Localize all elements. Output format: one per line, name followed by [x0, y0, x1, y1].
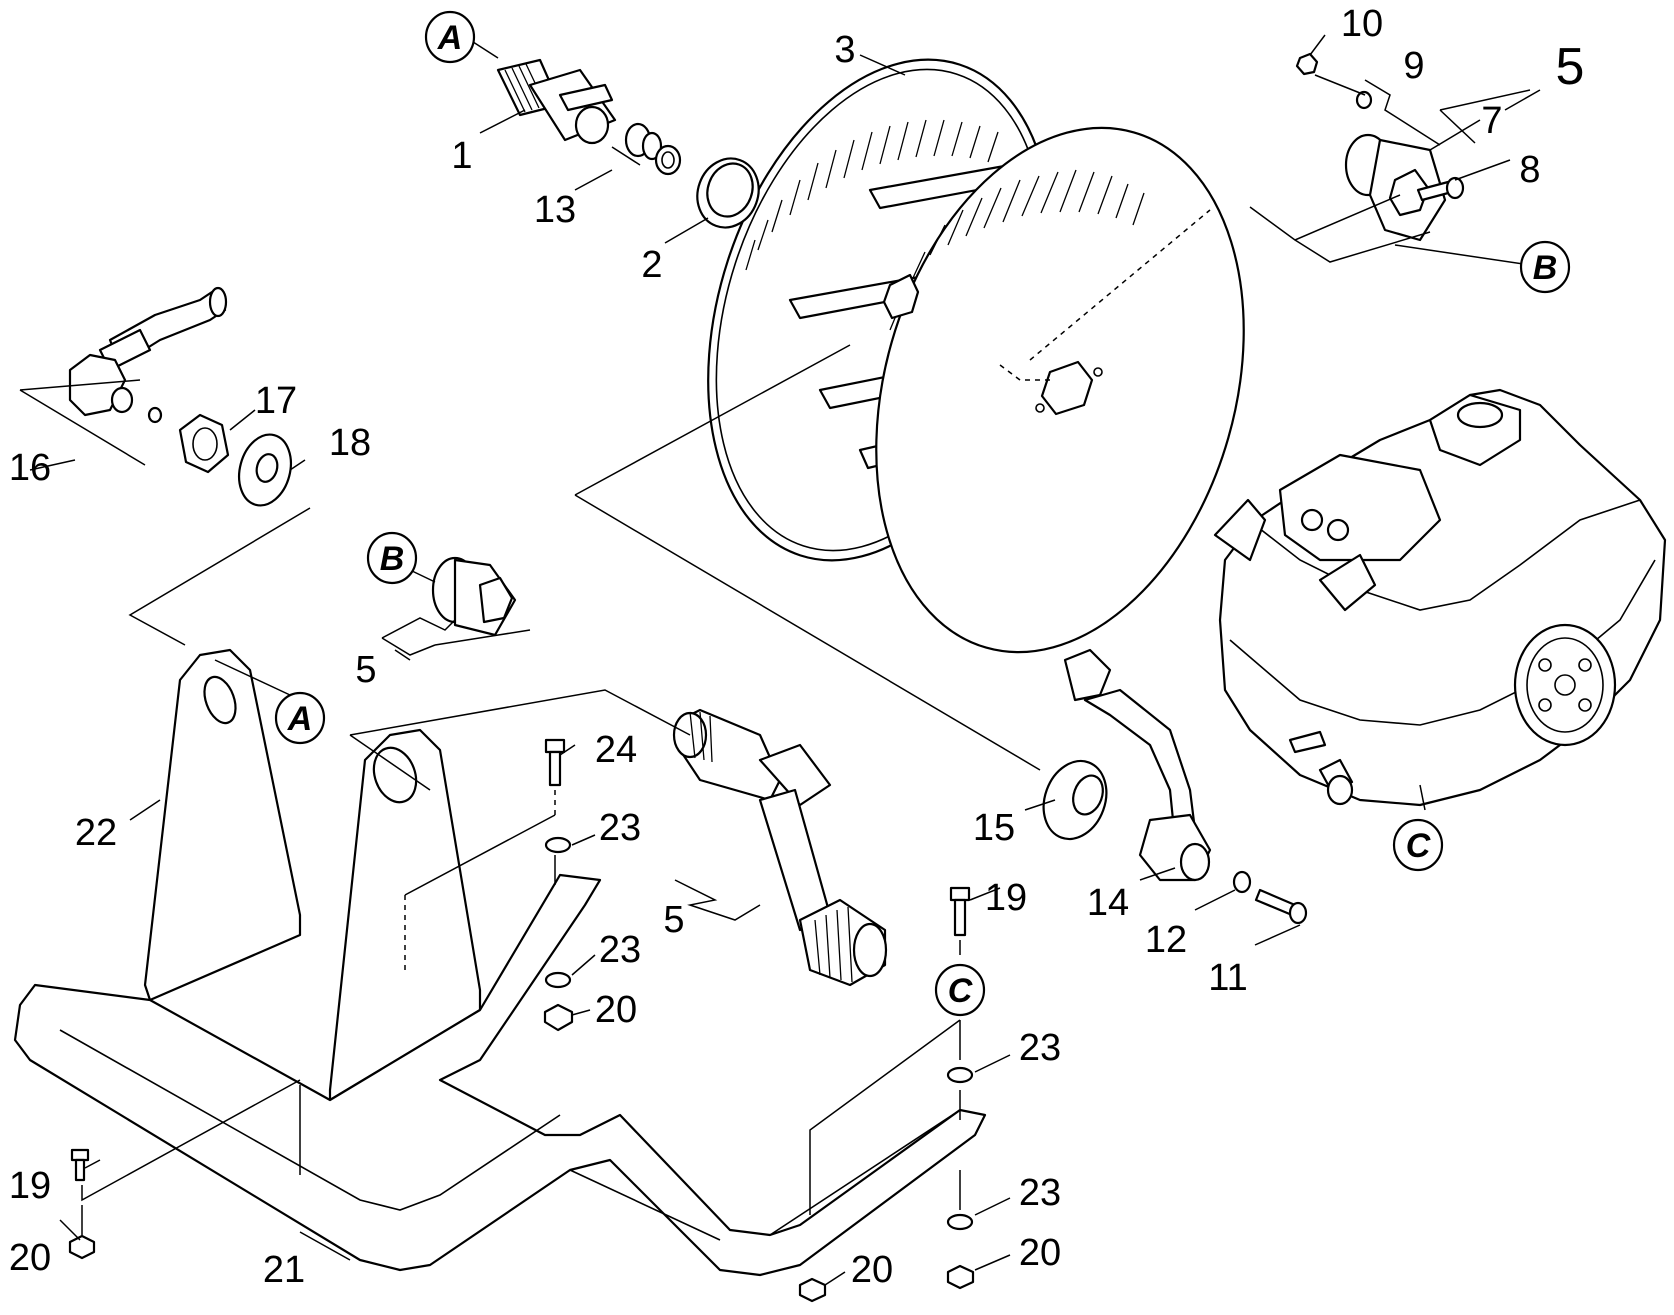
tag-b-middle-label: B [380, 540, 405, 578]
part-number-labels: 1 2 3 5 7 8 9 10 13 16 17 18 5 22 24 23 … [9, 3, 1585, 1291]
label-part-16: 16 [9, 447, 51, 489]
tag-c-frame: C [934, 963, 986, 1017]
tag-b-right-label: B [1533, 249, 1558, 287]
tag-a-top: A [424, 10, 476, 64]
label-part-18: 18 [329, 422, 371, 464]
label-part-5-top: 5 [1556, 38, 1585, 96]
label-part-3: 3 [834, 29, 855, 71]
label-part-13: 13 [534, 189, 576, 231]
label-part-19-left: 19 [9, 1165, 51, 1207]
reel-drum [707, 58, 1245, 654]
part-2-ring [696, 157, 760, 229]
part-5-bearing-hub [1295, 52, 1465, 242]
pressure-washer-unit [1213, 388, 1667, 807]
label-part-19-right: 19 [985, 877, 1027, 919]
label-part-23-c: 23 [1019, 1027, 1061, 1069]
label-part-23-b: 23 [599, 929, 641, 971]
tag-c-frame-label: C [948, 972, 973, 1010]
tag-b-middle: B [366, 531, 418, 585]
part-14-elbow-pipe [1042, 648, 1308, 925]
label-part-11: 11 [1208, 957, 1247, 999]
label-part-20-left: 20 [9, 1237, 51, 1279]
tag-c-machine-label: C [1406, 827, 1431, 865]
leader-lines [19, 34, 1541, 1286]
part-5-bearing-b [431, 556, 517, 637]
label-part-9: 9 [1403, 45, 1424, 87]
part-16-hose-fitting [68, 286, 292, 507]
tag-c-machine: C [1392, 818, 1444, 872]
label-part-15: 15 [973, 807, 1015, 849]
tag-a-top-label: A [437, 19, 463, 57]
label-part-21: 21 [263, 1249, 305, 1291]
label-part-1: 1 [451, 135, 472, 177]
part-5-crank-handle [672, 708, 888, 987]
label-part-14: 14 [1087, 882, 1129, 924]
tag-a-stand-label: A [287, 700, 313, 738]
label-part-22: 22 [75, 812, 117, 854]
label-part-20-right: 20 [1019, 1232, 1061, 1274]
part-21-frame [13, 873, 987, 1277]
label-part-8: 8 [1519, 149, 1540, 191]
label-part-2: 2 [641, 244, 662, 286]
part-1-swivel-nipple [496, 58, 682, 176]
label-part-5-mid: 5 [355, 649, 376, 691]
label-part-20-mid: 20 [595, 989, 637, 1031]
label-part-20-bottom: 20 [851, 1249, 893, 1291]
hardware-parts [68, 738, 975, 1303]
label-part-23-a: 23 [599, 807, 641, 849]
tag-b-right: B [1519, 240, 1571, 294]
label-part-5-low: 5 [663, 899, 684, 941]
tag-a-stand: A [274, 691, 326, 745]
label-part-7: 7 [1481, 100, 1502, 142]
label-part-10: 10 [1341, 3, 1383, 45]
label-part-12: 12 [1145, 919, 1187, 961]
label-part-24: 24 [595, 729, 637, 771]
label-part-23-d: 23 [1019, 1172, 1061, 1214]
label-part-17: 17 [255, 380, 297, 422]
